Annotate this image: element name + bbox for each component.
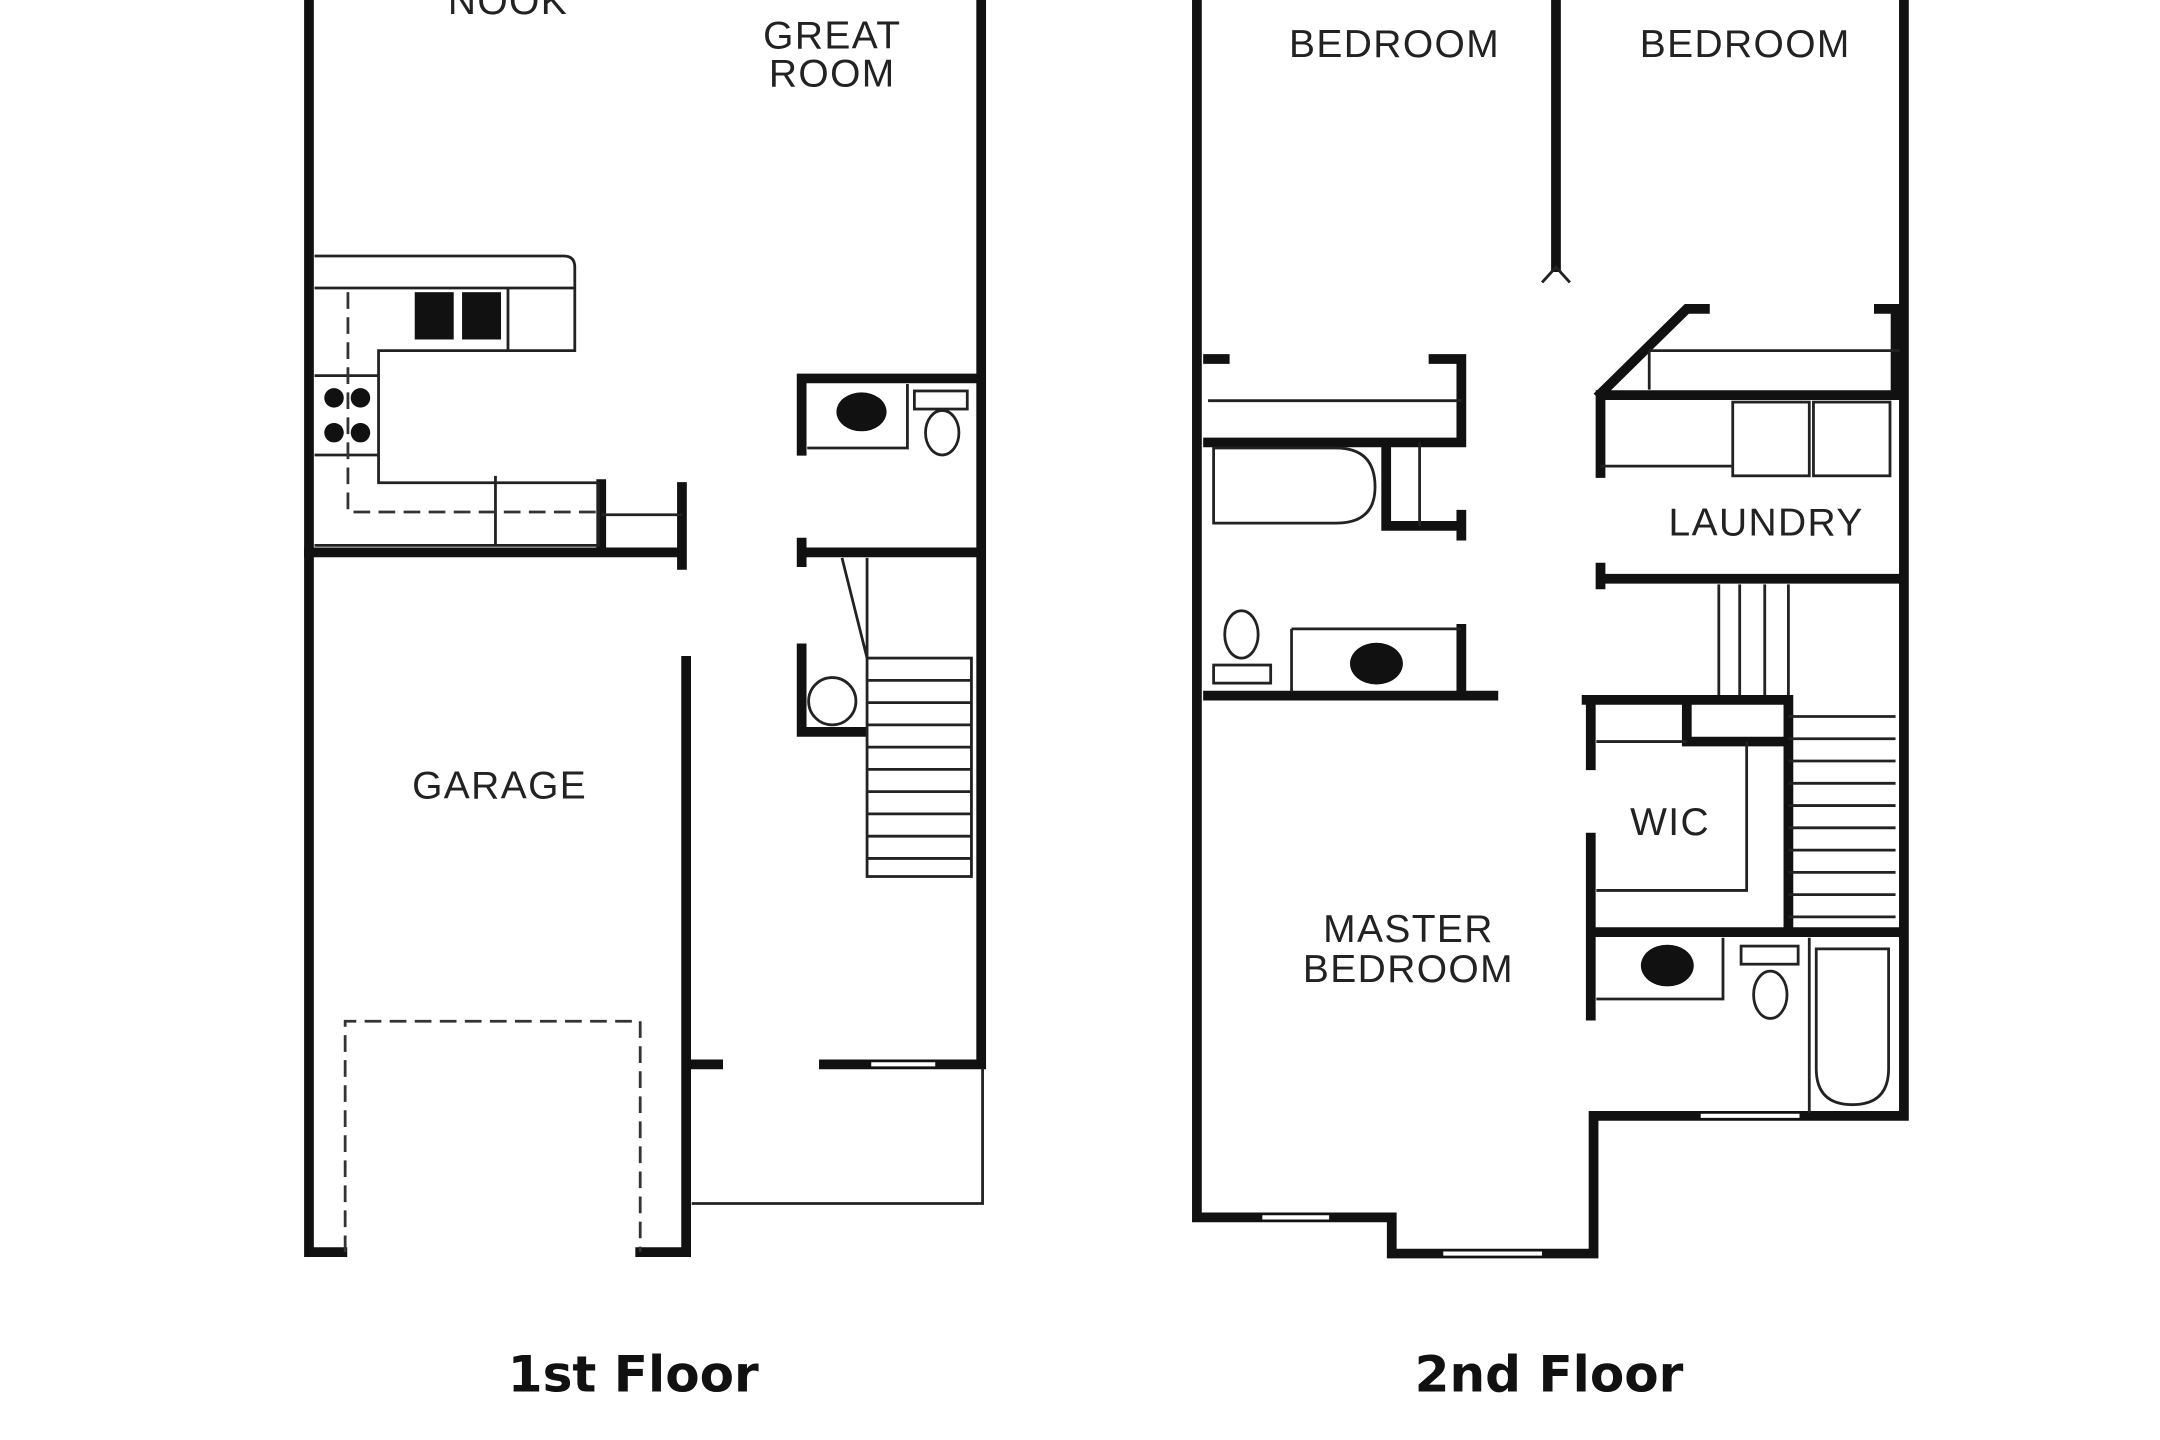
room-label-laundry: LAUNDRY	[1669, 502, 1864, 545]
sink-icon	[414, 292, 454, 340]
room-label-wic: WIC	[1630, 801, 1710, 844]
bathtub-icon	[1814, 947, 1890, 1107]
sink-icon	[1350, 642, 1403, 685]
room-label-garage: GARAGE	[412, 765, 587, 808]
garage-door	[343, 1019, 642, 1253]
bathroom-wall	[1203, 354, 1499, 701]
floor-title-2nd: 2nd Floor	[1415, 1345, 1684, 1403]
room-label-master-bedroom: MASTER	[1323, 908, 1494, 951]
stove-icon	[324, 388, 371, 443]
sink-icon	[1640, 944, 1694, 987]
sink-icon	[836, 392, 887, 432]
floor-title-1st: 1st Floor	[508, 1345, 759, 1403]
room-label-bedroom-right: BEDROOM	[1640, 23, 1851, 66]
room-label-great-room: GREAT	[763, 15, 901, 58]
room-label-bedroom-left: BEDROOM	[1289, 23, 1500, 66]
room-label-nook: NOOK	[448, 0, 568, 23]
washer-dryer-icon	[1731, 400, 1892, 478]
room-label-master-bedroom-2: BEDROOM	[1303, 948, 1514, 991]
staircase	[1788, 715, 1896, 919]
toilet-icon	[912, 389, 969, 457]
exterior-wall	[1192, 0, 1909, 1259]
staircase	[865, 656, 973, 878]
powder-room-wall	[796, 373, 980, 567]
water-heater-icon	[807, 676, 858, 727]
first-floor-plan: NOOK GREAT ROOM GARAGE	[304, 0, 987, 1258]
porch-outline	[691, 1068, 984, 1205]
wic-wall	[1581, 694, 1905, 1021]
toilet-icon	[1739, 944, 1800, 1020]
exterior-wall	[304, 0, 987, 1258]
toilet-icon	[1212, 609, 1273, 685]
closet-wall	[796, 643, 868, 737]
bathtub-icon	[1212, 446, 1377, 525]
laundry-wall	[1593, 304, 1905, 590]
second-floor-plan: LAUNDRY BEDROOM BEDROOM WIC MASTER BEDRO…	[1192, 0, 1909, 1259]
room-label-great-room-2: ROOM	[769, 52, 896, 95]
